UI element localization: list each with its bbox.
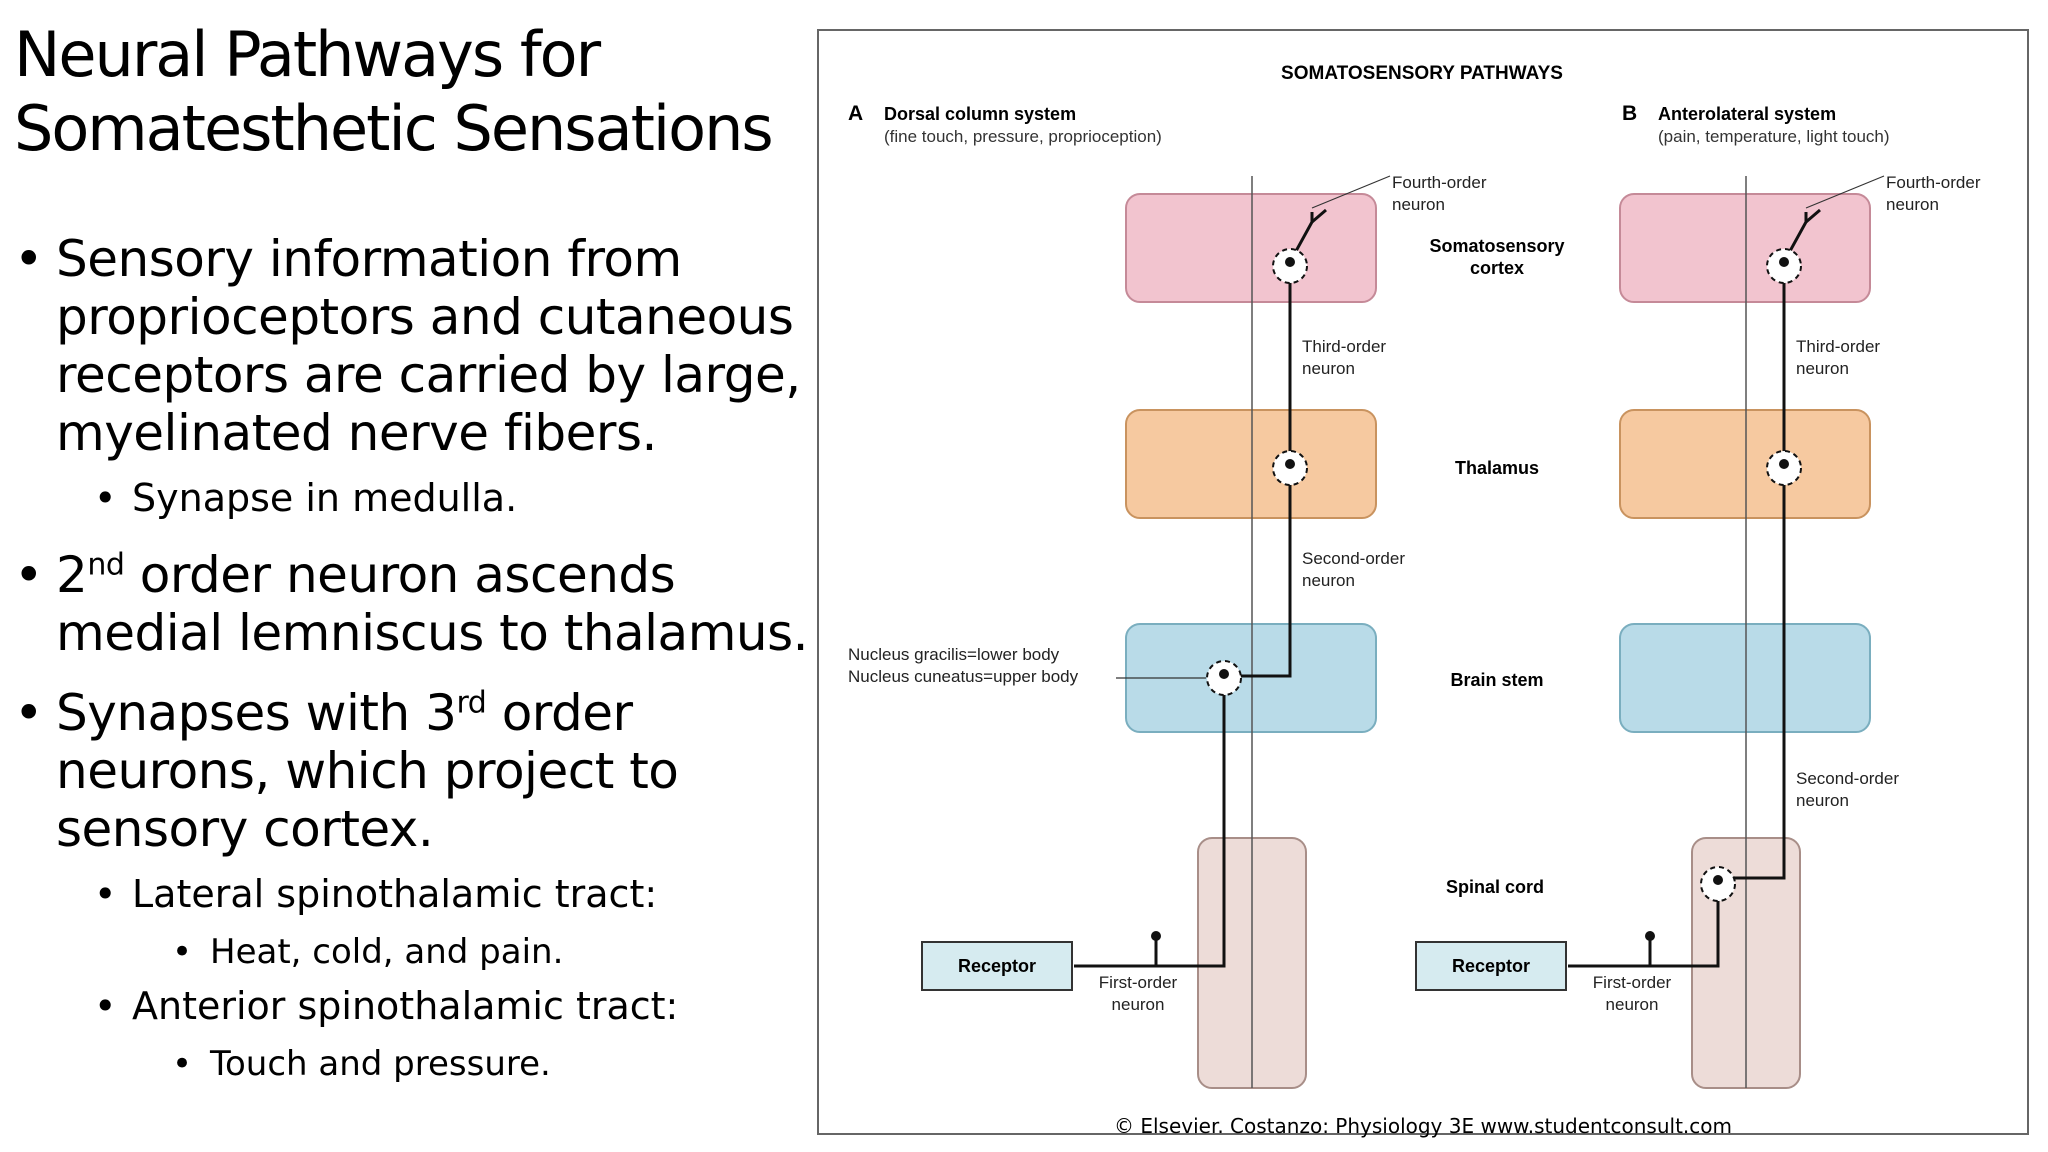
panel-b-fourth-order-branch bbox=[1805, 208, 1821, 224]
figure-title: SOMATOSENSORY PATHWAYS bbox=[1281, 63, 1563, 84]
region-label-cortex-2: cortex bbox=[1470, 258, 1524, 278]
panel-a-fourth-order-label-1: Fourth-order bbox=[1392, 173, 1487, 192]
panel-b-first-order-axon bbox=[1568, 884, 1720, 968]
copyright-caption: © Elsevier. Costanzo: Physiology 3E www.… bbox=[1113, 1114, 1732, 1138]
panel-a-letter: A bbox=[848, 102, 863, 125]
region-label-brain-stem: Brain stem bbox=[1450, 670, 1543, 690]
somatosensory-pathways-diagram: SOMATOSENSORY PATHWAYS A Dorsal column s… bbox=[817, 29, 2029, 1135]
bullet-marker: • bbox=[94, 872, 117, 916]
panel-b-second-order-axon bbox=[1720, 468, 1786, 880]
panel-b-cortex-block bbox=[1619, 193, 1871, 303]
panel-a-third-order-label-2: neuron bbox=[1302, 359, 1355, 378]
panel-a-cortex-block bbox=[1125, 193, 1377, 303]
panel-b-receptor-label: Receptor bbox=[1452, 956, 1530, 976]
panel-b-heading: Anterolateral system bbox=[1658, 104, 1836, 124]
panel-b-letter: B bbox=[1622, 102, 1637, 125]
panel-a-second-order-label-2: neuron bbox=[1302, 571, 1355, 590]
panel-b-fourth-order-label-2: neuron bbox=[1886, 195, 1939, 214]
panel-b-synapse-dots bbox=[1713, 257, 1789, 885]
panel-a-first-order-label-2: neuron bbox=[1112, 995, 1165, 1014]
panel-b-brainstem-block bbox=[1619, 623, 1871, 733]
panel-b-first-order-label-2: neuron bbox=[1606, 995, 1659, 1014]
panel-a-receptor-label: Receptor bbox=[958, 956, 1036, 976]
panel-b-receptor-terminal bbox=[1645, 931, 1655, 941]
panel-a-heading: Dorsal column system bbox=[884, 104, 1076, 124]
region-label-cortex-1: Somatosensory bbox=[1429, 236, 1564, 256]
panel-a-second-order-axon bbox=[1226, 468, 1292, 678]
panel-b-third-order-label-2: neuron bbox=[1796, 359, 1849, 378]
nucleus-label-1: Nucleus gracilis=lower body bbox=[848, 645, 1060, 664]
slide-title: Neural Pathways for Somatesthetic Sensat… bbox=[14, 18, 804, 166]
region-label-thalamus: Thalamus bbox=[1455, 458, 1539, 478]
nucleus-label-2: Nucleus cuneatus=upper body bbox=[848, 667, 1079, 686]
panel-a-second-order-label-1: Second-order bbox=[1302, 549, 1405, 568]
panel-b-second-order-label-2: neuron bbox=[1796, 791, 1849, 810]
panel-b-neuron-paths bbox=[1568, 208, 1821, 968]
panel-b-third-order-label-1: Third-order bbox=[1796, 337, 1880, 356]
bullet-marker: • bbox=[14, 546, 44, 604]
panel-b-fourth-order-label-1: Fourth-order bbox=[1886, 173, 1981, 192]
panel-a-thalamus-block bbox=[1125, 409, 1377, 519]
bullet-marker: • bbox=[172, 1044, 193, 1084]
panel-b-receptor bbox=[1415, 941, 1567, 991]
panel-b-second-order-label-1: Second-order bbox=[1796, 769, 1899, 788]
panel-a-subheading: (fine touch, pressure, proprioception) bbox=[884, 127, 1162, 146]
panel-a-fourth-order-branch bbox=[1311, 208, 1327, 224]
panel-a-receptor bbox=[921, 941, 1073, 991]
panel-b-thalamus-block bbox=[1619, 409, 1871, 519]
bullet-marker: • bbox=[14, 684, 44, 742]
slide-title-line-1: Neural Pathways for bbox=[14, 18, 601, 91]
region-label-spinal-cord: Spinal cord bbox=[1446, 877, 1544, 897]
panel-a-fourth-order-leader bbox=[1311, 175, 1391, 209]
panel-b-first-order-label-1: First-order bbox=[1593, 973, 1672, 992]
bullet-marker: • bbox=[14, 230, 44, 288]
panel-b-fourth-order-leader bbox=[1805, 175, 1885, 209]
bullet-marker: • bbox=[94, 984, 117, 1028]
panel-a-receptor-terminal bbox=[1151, 931, 1161, 941]
panel-a-fourth-order-label-2: neuron bbox=[1392, 195, 1445, 214]
panel-b-subheading: (pain, temperature, light touch) bbox=[1658, 127, 1890, 146]
panel-a-first-order-label-1: First-order bbox=[1099, 973, 1178, 992]
bullet-marker: • bbox=[172, 932, 193, 972]
panel-a-synapse-dots bbox=[1219, 257, 1295, 679]
bullet-marker: • bbox=[94, 476, 117, 520]
slide-title-line-2: Somatesthetic Sensations bbox=[14, 92, 774, 165]
panel-a-third-order-label-1: Third-order bbox=[1302, 337, 1386, 356]
